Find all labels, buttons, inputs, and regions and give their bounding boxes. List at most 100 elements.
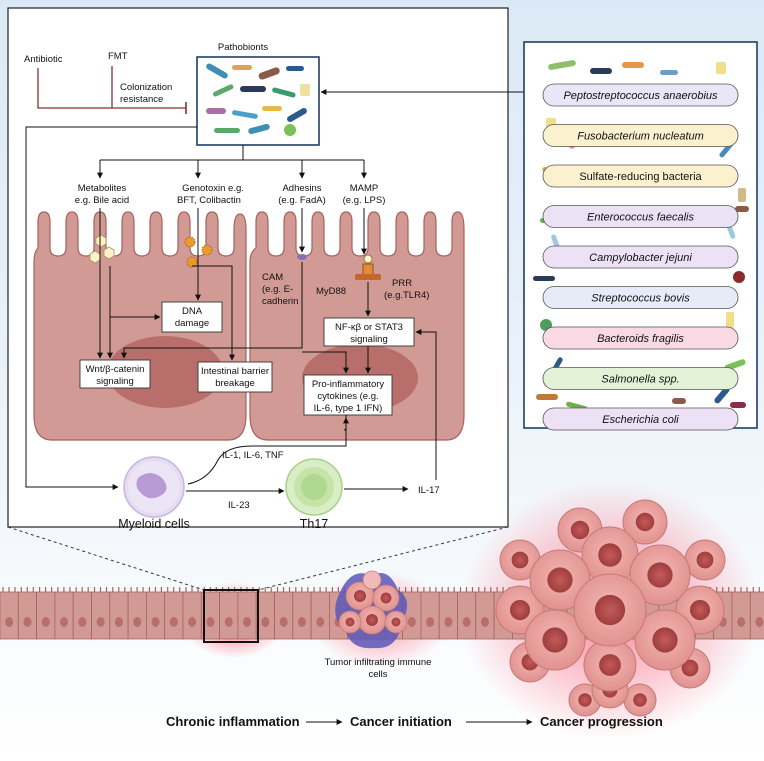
genotoxin-icon xyxy=(184,236,213,268)
species-pill: Streptococcus bovis xyxy=(542,286,739,309)
proinflammatory-box xyxy=(303,374,393,416)
species-pill: Fusobacterium nucleatum xyxy=(542,124,739,147)
antibiotic-inhibit-line xyxy=(37,68,186,109)
prr-label-1: PRR xyxy=(392,278,412,289)
tumor-cell xyxy=(499,539,541,581)
cam-label-2: (e.g. E- xyxy=(262,284,293,295)
nfkb-label-1: NF-κβ or STAT3 xyxy=(335,322,403,333)
genotoxin-label-1: Genotoxin e.g. xyxy=(182,183,244,194)
proinf-label-1: Pro-inflammatory xyxy=(312,379,385,390)
epithelial-strip-cell xyxy=(749,587,764,640)
nfkb-box xyxy=(323,317,415,347)
tumor-cell xyxy=(629,544,691,606)
tumor-cell xyxy=(684,539,726,581)
epithelial-strip-cell xyxy=(310,587,330,640)
il17-label: IL-17 xyxy=(418,485,440,496)
stage-chronic-inflammation: Chronic inflammation xyxy=(166,714,300,729)
early-tumor-cluster xyxy=(335,570,408,649)
wnt-label-1: Wnt/β-catenin xyxy=(86,364,145,375)
wnt-box xyxy=(79,359,151,389)
barrier-box xyxy=(197,361,273,393)
il1-label: IL-1, IL-6, TNF xyxy=(222,450,284,461)
species-list: Peptostreptococcus anaerobiusFusobacteri… xyxy=(542,83,739,431)
species-pill: Bacteroids fragilis xyxy=(542,326,739,350)
species-name: Sulfate-reducing bacteria xyxy=(579,171,702,183)
advanced-tumor-mass xyxy=(495,499,726,717)
tumor-cell xyxy=(524,609,586,671)
proinf-label-3: IL-6, type 1 IFN) xyxy=(314,403,383,414)
species-name: Streptococcus bovis xyxy=(591,293,690,305)
barrier-label-1: Intestinal barrier xyxy=(201,366,269,377)
tumor-cell xyxy=(573,573,647,647)
zoom-line-left xyxy=(7,526,205,591)
epithelial-strip-cell xyxy=(91,587,111,640)
species-pill: Peptostreptococcus anaerobius xyxy=(542,83,739,107)
zoom-box xyxy=(203,589,259,643)
epithelial-strip-cell xyxy=(164,587,184,640)
epithelial-strip-cell xyxy=(0,587,19,640)
species-name: Bacteroids fragilis xyxy=(597,333,684,345)
species-pill: Enterococcus faecalis xyxy=(542,205,739,228)
tumor-cell xyxy=(583,638,637,692)
myd88-label: MyD88 xyxy=(316,286,346,297)
myeloid-label: Myeloid cells xyxy=(118,517,190,531)
epithelial-strip-cell xyxy=(72,587,92,640)
epithelial-strip-cell xyxy=(36,587,56,640)
tumor-cell xyxy=(634,609,696,671)
species-pill: Sulfate-reducing bacteria xyxy=(542,164,739,188)
tumor-immune-label-2: cells xyxy=(368,669,387,680)
il17-to-nfkb-arrow xyxy=(415,329,437,480)
species-name: Escherichia coli xyxy=(602,414,679,426)
tumor-immune-label-1: Tumor infiltrating immune xyxy=(325,657,432,668)
cam-receptor-icon xyxy=(297,254,307,260)
antibiotic-label: Antibiotic xyxy=(24,54,63,65)
stage-cancer-progression: Cancer progression xyxy=(540,714,663,729)
wnt-label-2: signaling xyxy=(96,376,134,387)
pathobionts-bacteria-icon xyxy=(206,63,310,136)
th17-label: Th17 xyxy=(300,517,329,531)
barrier-label-2: breakage xyxy=(215,378,255,389)
epithelial-strip-cell xyxy=(237,587,257,640)
prr-label-2: (e.g.TLR4) xyxy=(384,290,429,301)
cam-label-3: cadherin xyxy=(262,296,298,307)
adhesins-label-1: Adhesins xyxy=(282,183,321,194)
species-pill: Salmonella spp. xyxy=(542,367,739,390)
prr-receptor-icon xyxy=(355,254,381,280)
fmt-label: FMT xyxy=(108,51,128,62)
epithelial-strip-cell xyxy=(274,587,294,640)
th17-cell-icon xyxy=(285,458,343,516)
epithelial-strip-cell xyxy=(292,587,312,640)
epithelial-strip-cell xyxy=(145,587,166,640)
stage-cancer-initiation: Cancer initiation xyxy=(350,714,452,729)
il1-arrow xyxy=(187,417,349,485)
proinf-label-2: cytokines (e.g. xyxy=(317,391,378,402)
genotoxin-label-2: BFT, Colibactin xyxy=(177,195,241,206)
myeloid-cell-icon xyxy=(123,456,185,518)
colonization-label-1: Colonization xyxy=(120,82,172,93)
epithelial-strip-cell xyxy=(127,587,147,640)
species-name: Fusobacterium nucleatum xyxy=(577,131,704,143)
epithelial-strip-cell xyxy=(420,587,440,640)
mamp-label-1: MAMP xyxy=(350,183,379,194)
dna-damage-box xyxy=(161,301,223,333)
epithelial-strip-cell xyxy=(438,587,458,640)
dna-damage-label-2: damage xyxy=(175,318,209,329)
mamp-label-2: (e.g. LPS) xyxy=(343,195,386,206)
cam-label-1: CAM xyxy=(262,272,283,283)
epithelial-strip-cell xyxy=(475,587,495,640)
nfkb-label-2: signaling xyxy=(350,334,388,345)
epithelial-strip-cell xyxy=(17,587,37,640)
species-name: Campylobacter jejuni xyxy=(589,252,692,264)
epithelial-strip-cell xyxy=(457,587,477,640)
tumor-cell xyxy=(622,499,668,545)
epithelial-strip-cell xyxy=(54,587,74,640)
metabolites-label-2: e.g. Bile acid xyxy=(75,195,129,206)
epithelial-strip-cell xyxy=(219,587,239,640)
species-name: Salmonella spp. xyxy=(601,374,679,386)
species-name: Peptostreptococcus anaerobius xyxy=(563,90,718,102)
pathobionts-label: Pathobionts xyxy=(218,42,268,53)
zoom-line-right xyxy=(257,526,509,591)
epithelial-strip-cell xyxy=(109,587,129,640)
